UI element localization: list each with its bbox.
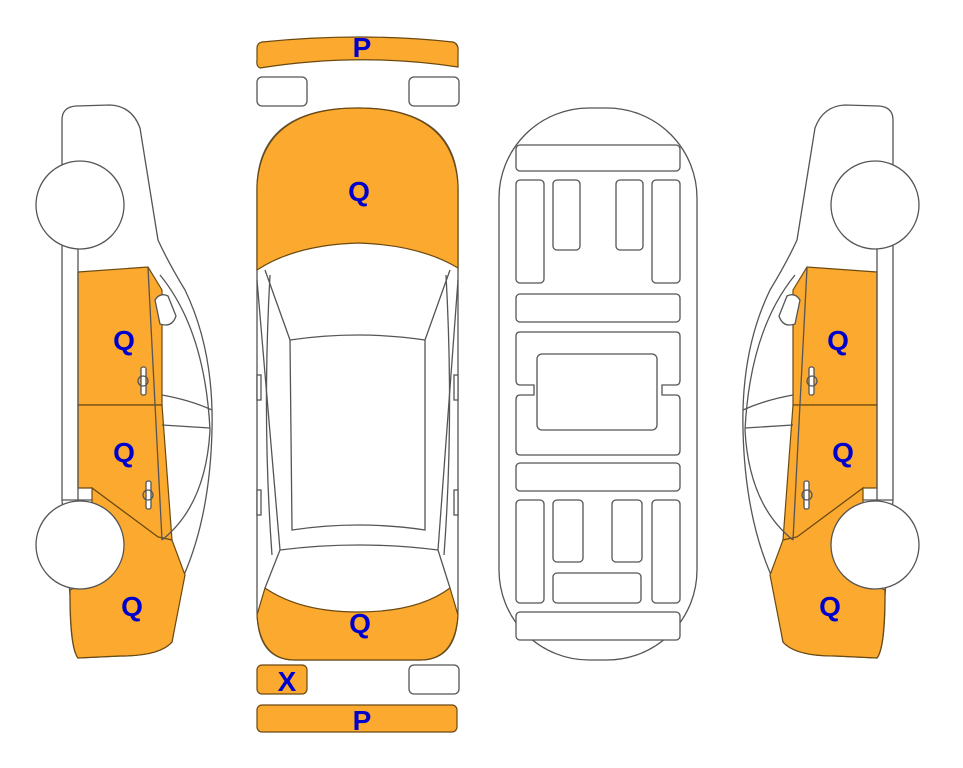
rear-wheel [35, 500, 125, 590]
hood-code: Q [348, 176, 370, 207]
left-rear-door-code: Q [113, 437, 135, 468]
left-rear-quarter-code: Q [121, 591, 143, 622]
left-side-view [35, 104, 213, 659]
front-left-light[interactable] [256, 76, 308, 107]
right-side-view [742, 104, 920, 659]
front-wheel [35, 160, 125, 250]
rear-bumper-code: P [353, 705, 372, 736]
rear-bumper[interactable] [256, 704, 458, 733]
hood[interactable] [256, 107, 459, 272]
right-front-door-code: Q [827, 325, 849, 356]
right-rear-quarter-code: Q [819, 591, 841, 622]
trunk[interactable] [256, 587, 459, 661]
trunk-code: Q [349, 608, 371, 639]
left-front-door-code: Q [113, 325, 135, 356]
underbody-view [498, 107, 698, 661]
front-bumper-code: P [353, 32, 372, 63]
rear-left-light[interactable] [256, 664, 308, 695]
rear-right-light[interactable] [408, 664, 460, 695]
top-view [256, 36, 460, 733]
front-right-light[interactable] [408, 76, 460, 107]
front-bumper[interactable] [256, 36, 459, 69]
right-rear-door-code: Q [832, 437, 854, 468]
rear-left-light-code: X [278, 666, 297, 697]
